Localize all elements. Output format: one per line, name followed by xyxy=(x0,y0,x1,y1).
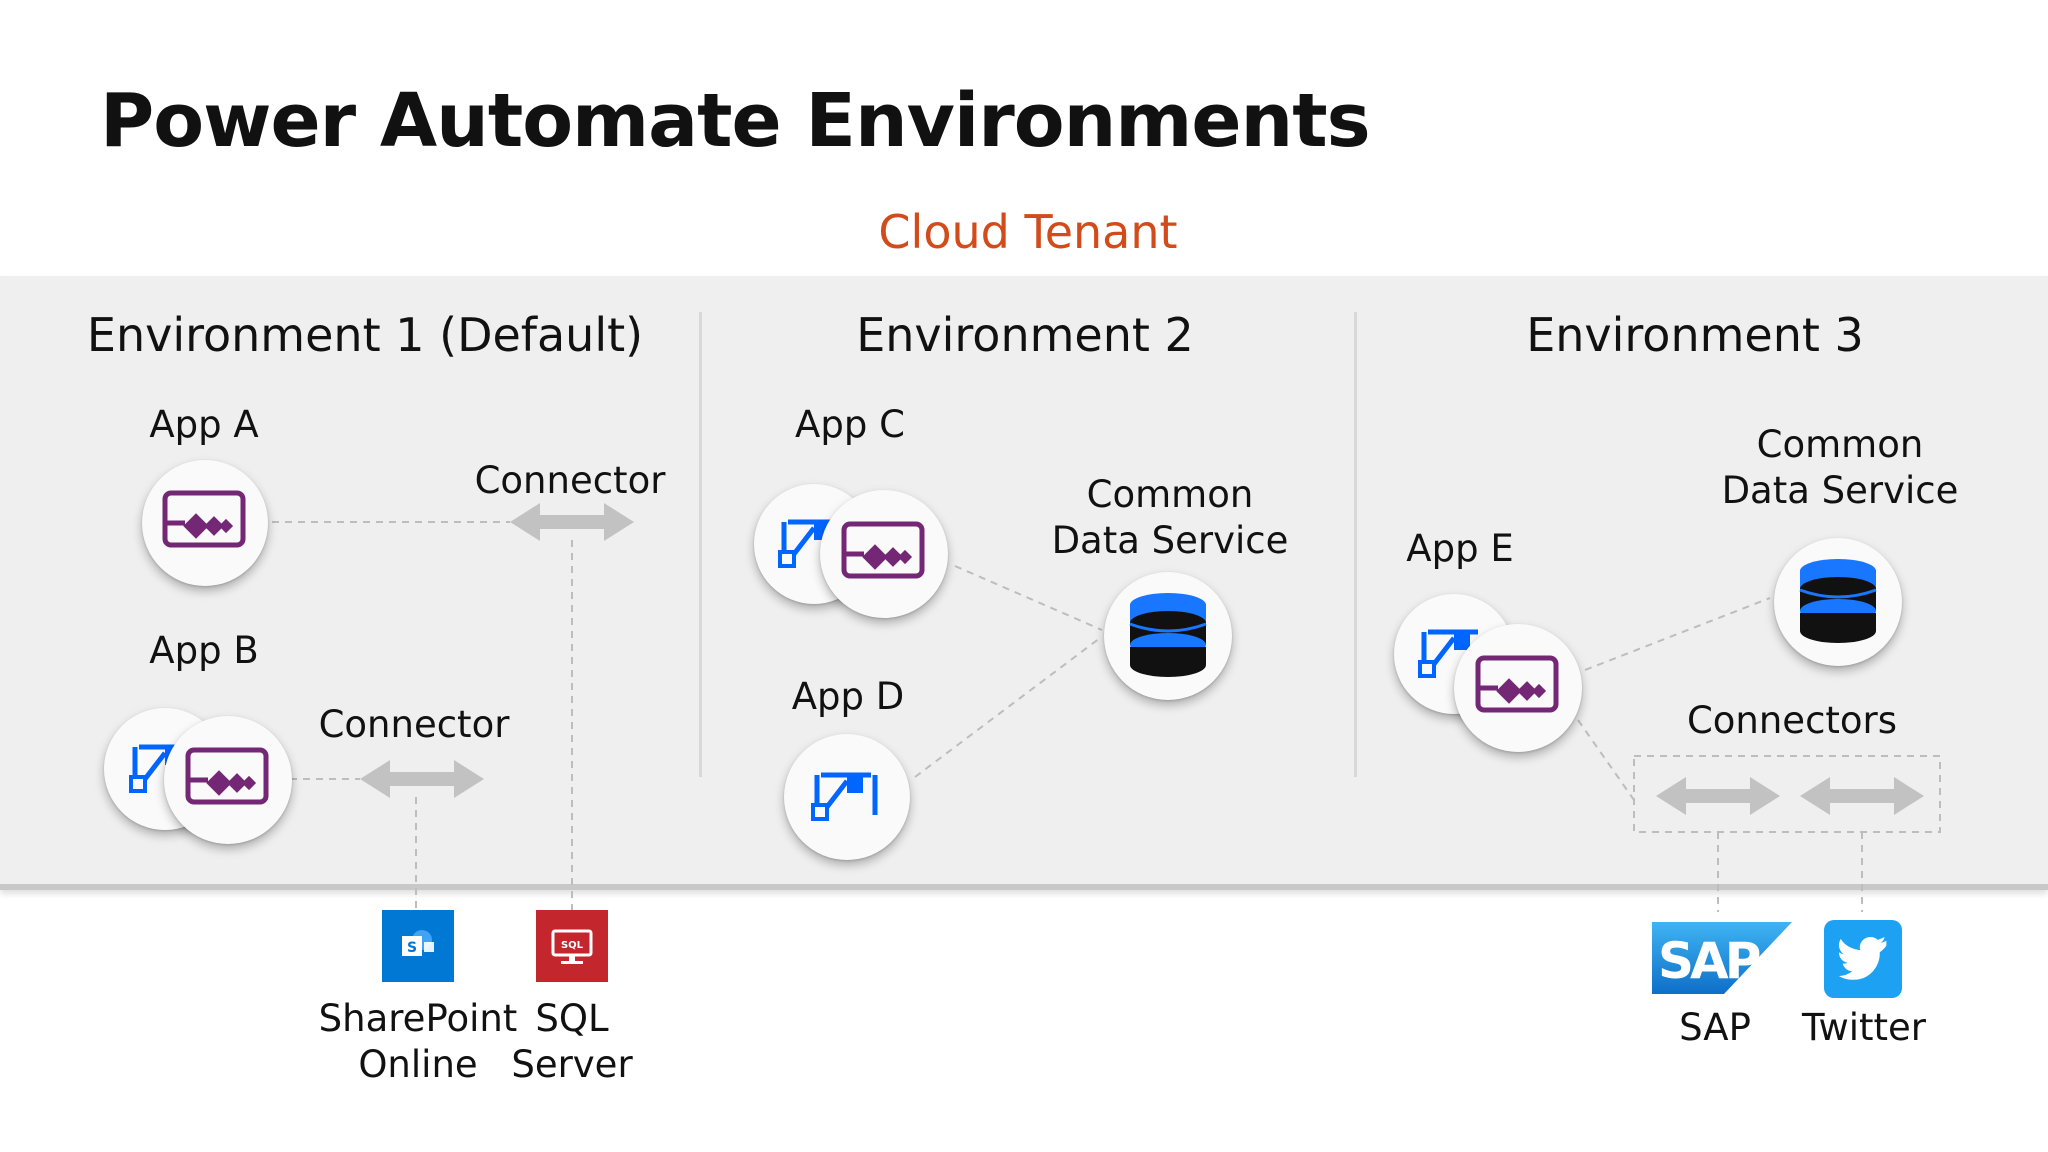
powerapps-icon xyxy=(1475,655,1559,713)
cds-label-line1: Common xyxy=(1086,473,1254,516)
app-d-label: App D xyxy=(791,675,905,718)
cloud-tenant-band xyxy=(0,276,2048,890)
environment-3-title: Environment 3 xyxy=(1526,308,1864,362)
environment-1-title: Environment 1 (Default) xyxy=(86,308,644,362)
environment-divider xyxy=(699,312,702,777)
database-icon xyxy=(1129,593,1207,677)
sharepoint-icon[interactable]: S xyxy=(382,910,454,982)
twitter-label: Twitter xyxy=(1801,1006,1926,1049)
app-b-powerapps-node[interactable] xyxy=(164,716,292,844)
svg-text:S: S xyxy=(407,940,417,956)
database-icon xyxy=(1799,559,1877,643)
common-data-service-node[interactable] xyxy=(1774,538,1902,666)
app-e-label: App E xyxy=(1406,527,1514,570)
sql-server-icon[interactable]: SQL xyxy=(536,910,608,982)
connector-label: Connector xyxy=(318,703,510,746)
powerapps-icon xyxy=(841,521,925,579)
cds-label-line1: Common xyxy=(1756,423,1924,466)
app-a-label: App A xyxy=(149,403,259,446)
flow-icon xyxy=(811,772,878,821)
cds-label-line2: Data Service xyxy=(1721,469,1959,512)
sap-label: SAP xyxy=(1679,1006,1751,1049)
twitter-icon[interactable] xyxy=(1824,920,1902,998)
flow-icon xyxy=(1418,629,1478,678)
connectors-label: Connectors xyxy=(1686,699,1898,742)
sql-badge-text: SQL xyxy=(561,940,584,951)
environment-divider xyxy=(1354,312,1357,777)
sharepoint-label-line1: SharePoint xyxy=(318,997,518,1040)
sap-logo[interactable]: SAP xyxy=(1652,922,1792,994)
app-d-flow-node[interactable] xyxy=(784,734,910,860)
environment-2-title: Environment 2 xyxy=(856,308,1194,362)
sharepoint-label-line2: Online xyxy=(358,1043,478,1086)
svg-text:SAP: SAP xyxy=(1658,932,1760,990)
common-data-service-node[interactable] xyxy=(1104,572,1232,700)
cloud-tenant-label: Cloud Tenant xyxy=(878,205,1178,259)
powerapps-icon xyxy=(162,490,246,548)
powerapps-icon xyxy=(185,747,269,805)
cds-label-line2: Data Service xyxy=(1051,519,1289,562)
app-a-node[interactable] xyxy=(142,460,268,586)
page-title: Power Automate Environments xyxy=(100,78,1371,164)
sql-label-line1: SQL xyxy=(535,997,609,1040)
app-c-label: App C xyxy=(795,403,905,446)
app-c-powerapps-node[interactable] xyxy=(820,490,948,618)
app-b-label: App B xyxy=(149,629,259,672)
connector-label: Connector xyxy=(474,459,666,502)
sql-label-line2: Server xyxy=(511,1043,633,1086)
app-e-powerapps-node[interactable] xyxy=(1454,624,1582,752)
